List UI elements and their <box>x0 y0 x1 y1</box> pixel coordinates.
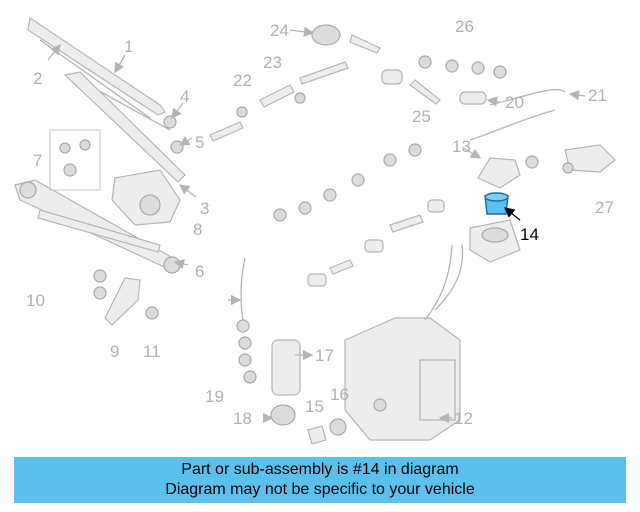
callout-17: 17 <box>315 346 334 365</box>
hose-clips-part <box>418 55 507 79</box>
callout-11: 11 <box>143 342 161 361</box>
mid-fittings-part <box>273 143 445 287</box>
callout-21: 21 <box>588 86 607 105</box>
callout-14: 14 <box>520 225 539 244</box>
hose-fittings-part <box>209 24 566 142</box>
callout-5: 5 <box>195 133 204 152</box>
parts-diagram: 1 2 3 4 5 6 7 8 9 10 11 12 13 14 15 16 1… <box>14 16 616 445</box>
callout-6: 6 <box>195 262 204 281</box>
banner-line-2: Diagram may not be specific to your vehi… <box>165 481 475 498</box>
filler-neck-part <box>469 219 521 263</box>
wiper-arm-part <box>63 71 186 183</box>
callout-27: 27 <box>595 198 614 217</box>
callout-23: 23 <box>263 53 282 72</box>
highlighted-part-14 <box>484 192 509 215</box>
callout-24: 24 <box>270 21 289 40</box>
callout-9: 9 <box>110 342 119 361</box>
callout-3: 3 <box>200 199 209 218</box>
callout-26: 26 <box>455 17 474 36</box>
wiper-linkage-part <box>14 179 181 274</box>
callout-19: 19 <box>205 387 224 406</box>
fastener-kit-part <box>49 129 101 191</box>
callout-8: 8 <box>193 220 202 239</box>
callout-25: 25 <box>412 107 431 126</box>
bracket-part <box>93 269 159 326</box>
callout-10: 10 <box>26 291 45 310</box>
info-banner: Part or sub-assembly is #14 in diagram D… <box>14 457 626 503</box>
callout-2: 2 <box>33 69 42 88</box>
leader-lines <box>47 26 586 424</box>
callout-18: 18 <box>233 409 252 428</box>
callout-4: 4 <box>180 87 189 106</box>
callout-labels: 1 2 3 4 5 6 7 8 9 10 11 12 13 14 15 16 1… <box>26 17 614 428</box>
callout-15: 15 <box>305 397 324 416</box>
callout-13: 13 <box>452 137 471 156</box>
callout-12: 12 <box>454 409 473 428</box>
nozzle-part <box>477 144 616 189</box>
callout-20: 20 <box>505 93 524 112</box>
pump-hose-part <box>236 257 347 445</box>
wiper-motor-part <box>111 169 181 226</box>
callout-1: 1 <box>124 37 133 56</box>
callout-16: 16 <box>330 385 349 404</box>
wiper-blade-part <box>27 16 171 131</box>
banner-line-1: Part or sub-assembly is #14 in diagram <box>181 461 459 478</box>
callout-22: 22 <box>233 71 252 90</box>
callout-7: 7 <box>33 151 42 170</box>
reservoir-part <box>344 244 464 441</box>
